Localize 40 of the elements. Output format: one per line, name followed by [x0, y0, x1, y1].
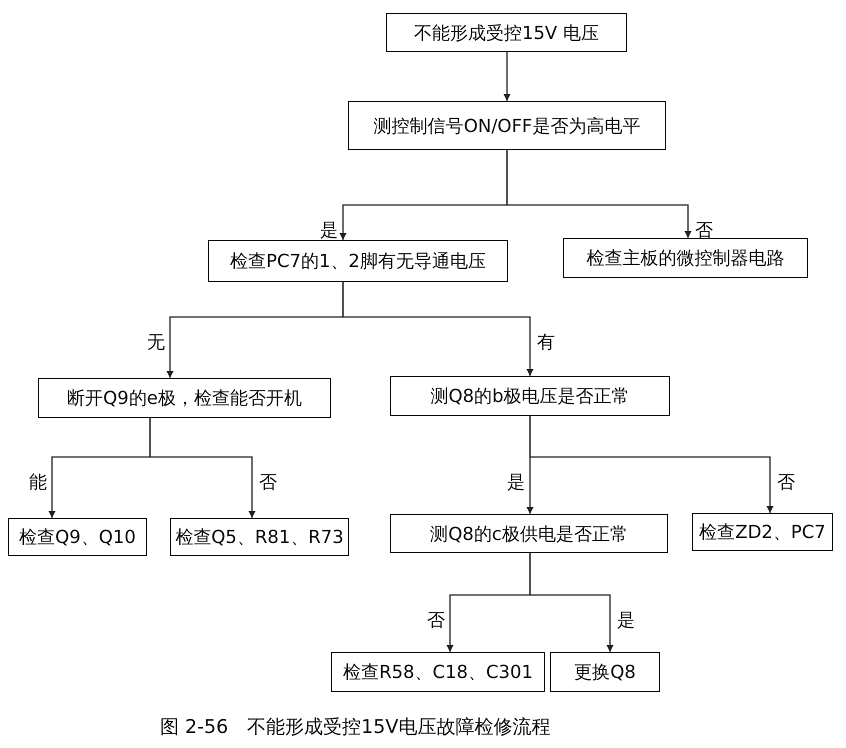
arrow — [504, 52, 510, 101]
process-box — [390, 376, 670, 416]
edge-label: 是 — [616, 611, 636, 631]
process-box — [692, 513, 833, 551]
box-text: 检查主板的微控制器电路 — [586, 247, 784, 270]
box-text: 测Q8的b极电压是否正常 — [430, 385, 630, 408]
arrow — [529, 416, 774, 513]
process-box — [348, 101, 666, 150]
box-text: 断开Q9的e极，检查能否开机 — [67, 387, 302, 410]
box-text: 更换Q8 — [574, 661, 636, 684]
box-text: 检查ZD2、PC7 — [699, 521, 826, 544]
box-text: 测控制信号ON/OFF是否为高电平 — [374, 114, 640, 138]
process-box — [550, 652, 660, 692]
process-box — [170, 518, 349, 556]
edge-label: 能 — [28, 473, 48, 493]
arrow — [506, 150, 692, 238]
process-box — [38, 378, 331, 418]
box-text: 检查Q5、R81、R73 — [175, 526, 344, 549]
process-box — [208, 240, 508, 282]
edge-label: 是 — [506, 473, 526, 493]
edge-label: 否 — [258, 473, 278, 493]
process-box — [386, 13, 627, 52]
box-text: 测Q8的c极供电是否正常 — [430, 522, 628, 546]
arrow — [342, 282, 534, 376]
figure-caption: 图 2-56 不能形成受控15V电压故障检修流程 — [160, 715, 552, 740]
edge-label: 无 — [146, 333, 166, 353]
box-text: 检查R58、C18、C301 — [343, 661, 533, 684]
process-box — [8, 518, 147, 556]
process-box — [563, 238, 808, 278]
edge-label: 是 — [319, 221, 339, 241]
edge-label: 否 — [776, 473, 796, 493]
arrow — [529, 553, 614, 652]
arrow — [149, 418, 256, 518]
edge-label: 否 — [426, 611, 446, 631]
edge-label: 有 — [536, 333, 556, 353]
process-box — [331, 652, 545, 692]
box-text: 不能形成受控15V 电压 — [414, 22, 599, 44]
box-text: 检查Q9、Q10 — [19, 526, 136, 549]
box-text: 检查PC7的1、2脚有无导通电压 — [230, 250, 486, 273]
process-box — [390, 514, 668, 553]
